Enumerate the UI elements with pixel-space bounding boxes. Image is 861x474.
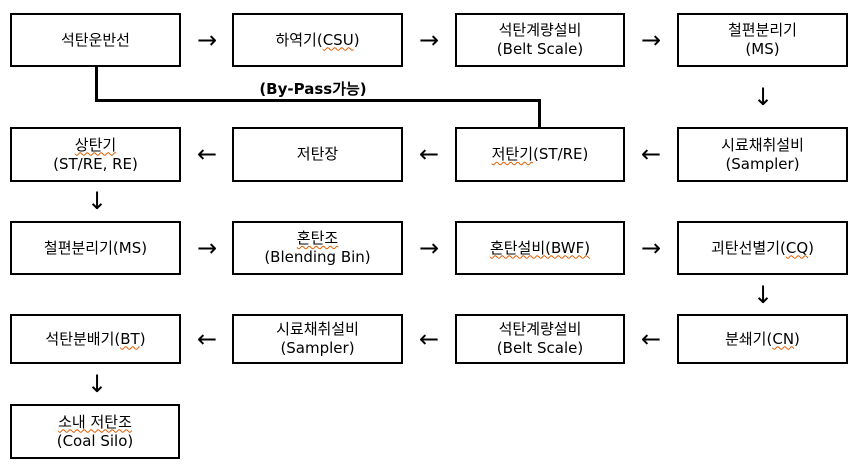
node-label: (Belt Scale) [496, 339, 584, 357]
node-label: (Coal Silo) [56, 431, 134, 450]
node-label: 혼탄설비(BWF) [490, 239, 590, 258]
node-label: 분쇄기(CN) [725, 329, 800, 348]
node-label: 시료채취설비 [276, 320, 359, 338]
node-label: 소내 저탄조 [58, 413, 132, 432]
node-label: (ST/RE, RE) [53, 154, 138, 173]
arrow-down-icon: ↓ [86, 370, 108, 398]
node-label: (Blending Bin) [264, 248, 371, 266]
node-label: 석탄운반선 [60, 30, 130, 49]
node-belt-scale-1: 석탄계량설비 (Belt Scale) [455, 13, 625, 67]
arrow-left-icon: ← [196, 325, 218, 353]
arrow-down-icon: ↓ [86, 187, 108, 215]
node-coal-distributor: 석탄분배기(BT) [10, 314, 181, 364]
bypass-line-vertical-end [538, 99, 541, 127]
arrow-left-icon: ← [640, 140, 662, 168]
node-label: 괴탄선별기(CQ) [711, 238, 814, 257]
arrow-left-icon: ← [640, 325, 662, 353]
node-stacker: 상탄기 (ST/RE, RE) [10, 127, 181, 182]
node-lump-coal-sorter: 괴탄선별기(CQ) [677, 221, 848, 275]
spellcheck-underline: 상탄기 [74, 135, 117, 154]
node-label: (Sampler) [280, 339, 355, 357]
node-coal-silo: 소내 저탄조 (Coal Silo) [10, 404, 180, 459]
node-blending-bin: 혼탄조 (Blending Bin) [232, 221, 403, 275]
node-crusher: 분쇄기(CN) [677, 314, 848, 364]
spellcheck-underline: 소내 저탄조 [58, 412, 132, 431]
arrow-left-icon: ← [418, 325, 440, 353]
arrow-down-icon: ↓ [752, 83, 774, 111]
node-label: (Sampler) [725, 154, 800, 173]
arrow-right-icon: → [418, 234, 440, 262]
arrow-right-icon: → [640, 234, 662, 262]
bypass-label: (By-Pass가능) [259, 80, 367, 98]
arrow-left-icon: ← [196, 140, 218, 168]
node-magnetic-separator-2: 철편분리기(MS) [10, 221, 181, 275]
node-reclaimer: 저탄기(ST/RE) [455, 127, 625, 182]
bypass-line-vertical-start [95, 67, 98, 101]
node-label: (Belt Scale) [496, 40, 584, 58]
spellcheck-underline: 혼탄설비(BWF) [489, 238, 591, 257]
arrow-right-icon: → [640, 26, 662, 54]
node-sampler-1: 시료채취설비 (Sampler) [677, 127, 848, 182]
node-belt-scale-2: 석탄계량설비 (Belt Scale) [455, 314, 625, 364]
spellcheck-underline: CN [772, 329, 795, 348]
node-label: (MS) [745, 40, 780, 58]
node-unloader-csu: 하역기(CSU) [232, 13, 403, 67]
arrow-right-icon: → [418, 26, 440, 54]
node-label: 석탄분배기(BT) [45, 329, 146, 348]
node-coal-carrier: 석탄운반선 [10, 13, 181, 67]
spellcheck-underline: 혼탄조 [296, 229, 339, 247]
node-label: 하역기(CSU) [275, 30, 360, 49]
arrow-left-icon: ← [418, 140, 440, 168]
node-label: 철편분리기(MS) [43, 238, 148, 257]
arrow-right-icon: → [196, 26, 218, 54]
node-label: 저탄장 [296, 145, 339, 163]
node-label: 혼탄조 [297, 229, 338, 248]
node-blending-facility: 혼탄설비(BWF) [455, 221, 625, 275]
spellcheck-underline: CSU [322, 30, 354, 49]
node-label: 상탄기 [75, 136, 116, 155]
node-label: 석탄계량설비 [498, 320, 582, 338]
node-magnetic-separator-1: 철편분리기 (MS) [677, 13, 848, 67]
arrow-down-icon: ↓ [752, 281, 774, 309]
node-sampler-2: 시료채취설비 (Sampler) [232, 314, 403, 364]
node-coal-yard: 저탄장 [232, 127, 403, 182]
bypass-line-horizontal [95, 99, 541, 102]
node-label: 석탄계량설비 [498, 21, 582, 39]
spellcheck-underline: BT [120, 329, 140, 348]
spellcheck-underline: 저탄기 [491, 145, 534, 163]
node-label: 시료채취설비 [721, 135, 804, 154]
spellcheck-underline: CQ [785, 238, 809, 257]
node-label: 철편분리기 [727, 21, 797, 39]
arrow-right-icon: → [196, 234, 218, 262]
node-label: 저탄기(ST/RE) [491, 145, 589, 163]
